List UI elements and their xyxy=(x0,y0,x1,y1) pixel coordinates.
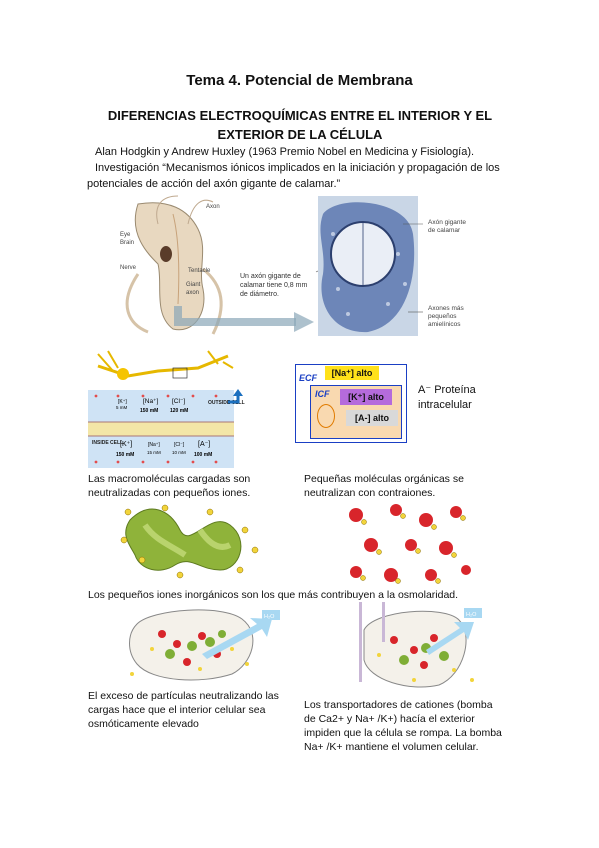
na-high-box: [Na⁺] alto xyxy=(325,366,379,380)
caption-small-molecules: Pequeñas moléculas orgánicas se neutrali… xyxy=(304,473,464,499)
inside-cell-label: INSIDE CELL xyxy=(92,440,123,446)
bottom-ion-a-conc: 100 mM xyxy=(194,452,212,458)
right-label-2c: amielínicos xyxy=(428,321,461,328)
bottom-ion-cl: [Cl⁻] xyxy=(174,442,185,448)
membrane-dots xyxy=(94,394,218,464)
caption-osmotic: El exceso de partículas neutralizando la… xyxy=(88,690,279,730)
top-ion-na-conc: 150 mM xyxy=(140,408,158,414)
protein-note-line-2: intracelular xyxy=(418,399,472,411)
right-label-2b: pequeños xyxy=(428,313,457,320)
bottom-ion-cl-conc: 10 mM xyxy=(172,450,186,455)
right-label-2a: Axones más xyxy=(428,305,465,312)
bottom-ion-k-conc: 150 mM xyxy=(116,452,134,458)
macromolecule-figure xyxy=(120,504,259,579)
top-ion-k: [K⁺] xyxy=(118,399,127,405)
caption-transporters: Los transportadores de cationes (bomba d… xyxy=(304,699,502,753)
bottom-ion-na-conc: 15 mM xyxy=(147,450,161,455)
neuron-illustration xyxy=(97,350,234,380)
ecf-label: ECF xyxy=(299,373,317,383)
callout-line-1: Un axón gigante de xyxy=(240,273,301,280)
arrow-icon xyxy=(294,312,314,332)
label-tentacle: Tentacle xyxy=(188,268,211,274)
cell-pump-figure: H₂O xyxy=(359,602,482,688)
top-ion-k-conc: 5 mM xyxy=(116,405,128,410)
protein-note: A⁻ Proteína intracelular xyxy=(418,383,476,413)
top-ion-na: [Na⁺] xyxy=(143,398,159,405)
callout-line-3: de diámetro. xyxy=(240,291,279,298)
authors-line: Alan Hodgkin y Andrew Huxley (1963 Premi… xyxy=(95,146,475,158)
bottom-ion-a: [A⁻] xyxy=(198,441,210,448)
label-giant: Giant xyxy=(186,282,201,288)
callout-line-2: calamar tiene 0,8 mm xyxy=(240,282,307,289)
squid-axon-figure: Axon Eye Brain Nerve Tentacle Giant axon… xyxy=(120,195,466,336)
section-heading: DIFERENCIAS ELECTROQUÍMICAS ENTRE EL INT… xyxy=(107,108,493,142)
page-title: Tema 4. Potencial de Membrana xyxy=(186,72,413,89)
k-high-box: [K⁺] alto xyxy=(340,389,392,405)
water-arrow-icon-2 xyxy=(426,622,474,655)
bottom-ion-k: [K⁺] xyxy=(120,441,132,448)
outside-cell-label: OUTSIDE CELL xyxy=(208,400,245,406)
label-giant-axon: axon xyxy=(186,290,199,296)
water-label-1: H₂O xyxy=(264,614,275,620)
bottom-ion-na: [Na⁺] xyxy=(148,442,160,448)
water-arrow-icon xyxy=(202,618,272,659)
label-nerve: Nerve xyxy=(120,265,137,271)
right-label-1a: Axón gigante xyxy=(428,219,466,226)
label-axon: Axon xyxy=(206,204,220,210)
arrow-up-icon xyxy=(233,389,243,396)
label-eye: Eye xyxy=(120,232,131,238)
research-paragraph: Investigación “Mecanismos iónicos implic… xyxy=(87,162,500,190)
icf-circle xyxy=(317,404,335,428)
top-ion-cl: [Cl⁻] xyxy=(172,398,185,405)
top-ion-cl-conc: 120 mM xyxy=(170,408,188,414)
icf-label: ICF xyxy=(315,389,330,399)
water-label-2: H₂O xyxy=(466,612,477,618)
label-brain: Brain xyxy=(120,240,134,246)
right-label-1b: de calamar xyxy=(428,227,461,234)
ecf-box: ECF ICF [Na⁺] alto [K⁺] alto [A-] alto xyxy=(295,364,407,443)
small-molecules-figure xyxy=(349,504,471,584)
caption-macromolecules: Las macromoléculas cargadas son neutrali… xyxy=(88,473,251,499)
squid-illustration xyxy=(125,195,223,335)
membrane-ion-figure: OUTSIDE CELL INSIDE CELL [K⁺] 5 mM [Na⁺]… xyxy=(88,350,245,468)
protein-note-line-1: A⁻ Proteína xyxy=(418,384,476,396)
a-high-box: [A-] alto xyxy=(346,410,398,426)
caption-small-ions: Los pequeños iones inorgánicos son los q… xyxy=(88,589,459,601)
cell-osmotic-figure: H₂O xyxy=(129,609,280,681)
